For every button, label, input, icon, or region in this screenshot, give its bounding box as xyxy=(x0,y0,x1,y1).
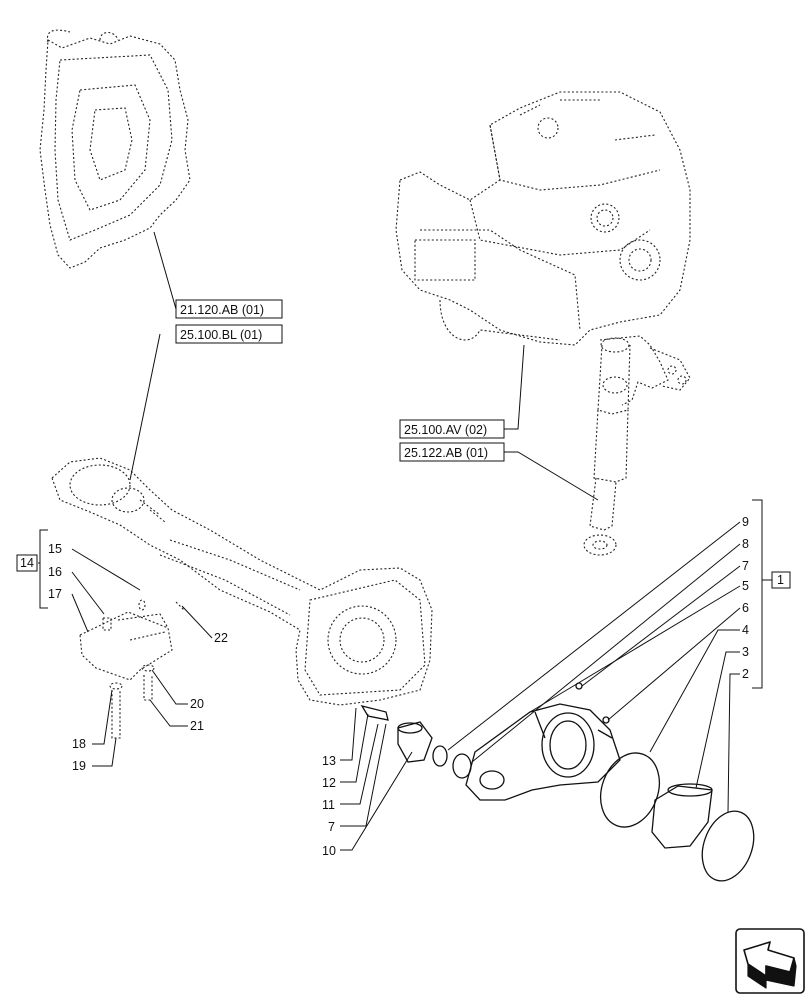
callout-6: 6 xyxy=(742,601,749,615)
callout-3: 3 xyxy=(742,645,749,659)
ref-box-25-100-bl[interactable]: 25.100.BL (01) xyxy=(175,324,283,344)
group-1-bracket: 1 xyxy=(752,499,791,689)
pivot-bracket xyxy=(79,599,185,739)
next-page-arrow-icon[interactable] xyxy=(735,928,805,994)
callout-12: 12 xyxy=(322,776,336,790)
callout-7: 7 xyxy=(742,559,749,573)
leader-16 xyxy=(71,571,105,615)
leader-22 xyxy=(181,605,213,639)
bushing xyxy=(651,783,713,849)
leader-10 xyxy=(340,751,413,851)
front-frame xyxy=(395,91,691,346)
callout-11: 11 xyxy=(322,798,335,812)
leader-3 xyxy=(695,651,740,789)
callout-8: 8 xyxy=(742,537,749,551)
leader-25-100-bl xyxy=(129,333,161,481)
callout-4: 4 xyxy=(742,623,749,637)
leader-17 xyxy=(71,593,89,633)
callout-17: 17 xyxy=(48,587,62,601)
pin xyxy=(397,721,433,763)
plug xyxy=(602,716,610,724)
ref-21-120-ab: 21.120.AB (01) xyxy=(180,303,264,317)
seal xyxy=(452,753,472,779)
group-14-label: 14 xyxy=(20,556,34,570)
leader-4 xyxy=(649,629,740,753)
group-1-label: 1 xyxy=(777,573,784,587)
leader-21 xyxy=(149,699,188,727)
axle-housing xyxy=(51,457,433,706)
callout-10: 10 xyxy=(322,844,336,858)
leader-2 xyxy=(727,673,740,813)
leader-6 xyxy=(607,607,741,721)
o-ring-large xyxy=(600,752,660,828)
leader-11 xyxy=(340,723,379,805)
ref-box-21-120-ab[interactable]: 21.120.AB (01) xyxy=(175,299,283,319)
lock-plate xyxy=(360,704,389,721)
leader-19 xyxy=(92,737,117,767)
o-ring-outer xyxy=(701,810,755,882)
callout-22: 22 xyxy=(214,631,228,645)
leader-25-100-av xyxy=(504,344,525,430)
callout-19: 19 xyxy=(72,759,86,773)
callout-9: 9 xyxy=(742,515,749,529)
callout-15: 15 xyxy=(48,542,62,556)
group-14-bracket: 14 xyxy=(16,529,48,609)
callout-13: 13 xyxy=(322,754,336,768)
callout-18: 18 xyxy=(72,737,86,751)
gearbox-housing xyxy=(39,29,191,269)
ref-25-122-ab: 25.122.AB (01) xyxy=(404,446,488,460)
steering-arm xyxy=(465,703,621,801)
leader-21-120-ab xyxy=(153,231,177,310)
ref-25-100-bl: 25.100.BL (01) xyxy=(180,328,262,342)
ref-box-25-100-av[interactable]: 25.100.AV (02) xyxy=(399,419,505,439)
steering-cylinder xyxy=(583,335,691,556)
callout-21: 21 xyxy=(190,719,204,733)
ref-25-100-av: 25.100.AV (02) xyxy=(404,423,487,437)
leader-18 xyxy=(92,689,113,745)
callout-2: 2 xyxy=(742,667,749,681)
callout-16: 16 xyxy=(48,565,62,579)
callout-5: 5 xyxy=(742,579,749,593)
leader-25-122-ab xyxy=(504,451,599,501)
leader-13 xyxy=(340,707,357,761)
leader-12 xyxy=(340,713,369,783)
ref-box-25-122-ab[interactable]: 25.122.AB (01) xyxy=(399,442,505,462)
callout-7b: 7 xyxy=(328,820,335,834)
snap-ring xyxy=(432,745,448,767)
leader-7b xyxy=(340,723,387,827)
callout-20: 20 xyxy=(190,697,204,711)
leader-20 xyxy=(151,669,188,705)
leader-5 xyxy=(529,585,741,713)
leader-9 xyxy=(447,521,741,751)
leader-8 xyxy=(471,543,741,763)
leader-15 xyxy=(71,548,141,591)
leader-7 xyxy=(581,565,741,687)
